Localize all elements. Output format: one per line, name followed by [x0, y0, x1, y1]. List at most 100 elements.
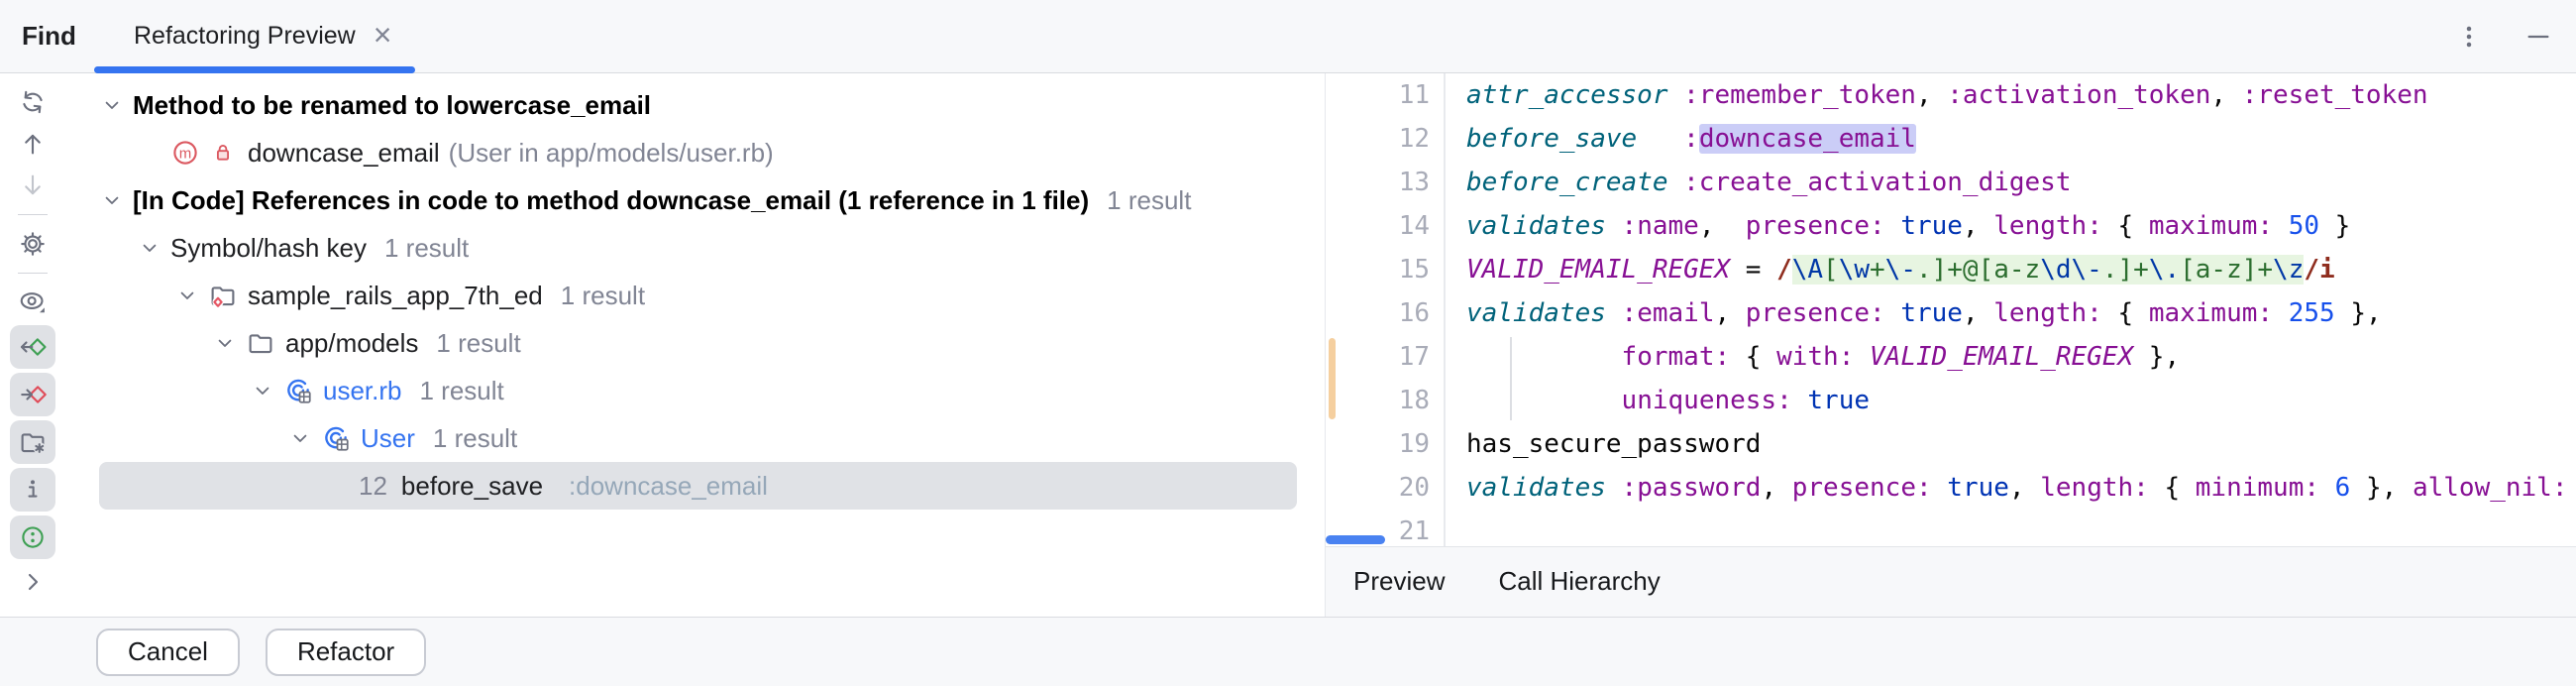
code-token: [a-z]+ [2180, 255, 2274, 285]
code-token: true [1947, 473, 2009, 503]
chevron-down-icon [143, 244, 157, 252]
show-write-access-button[interactable] [10, 373, 55, 416]
code-line: VALID_EMAIL_REGEX = /\A[\w+\-.]+@[a-z\d\… [1466, 248, 2576, 291]
chevron-down-icon [180, 291, 194, 299]
next-occurrence-button[interactable] [10, 167, 55, 204]
group-by-directory-button[interactable] [10, 420, 55, 464]
line-number: 20 [1398, 473, 1430, 503]
preview-options-button[interactable] [10, 284, 55, 321]
code-token: length: [1993, 298, 2102, 328]
tree-expand-chevron-icon[interactable] [99, 185, 133, 215]
code-token: uniqueness: [1621, 386, 1792, 415]
tree-expand-chevron-icon[interactable] [250, 376, 283, 405]
code-token: presence: [1745, 211, 1885, 241]
code-token: \w [1838, 255, 1871, 285]
refactor-button[interactable]: Refactor [265, 628, 427, 676]
line-number: 12 [1398, 124, 1430, 154]
previous-occurrence-button[interactable] [10, 125, 55, 163]
settings-button[interactable] [10, 225, 55, 263]
code-token [1466, 342, 1622, 372]
result-count: 1 result [383, 232, 470, 263]
filter-ruby-symbols-button[interactable] [10, 515, 55, 559]
rubyclass-icon [283, 376, 313, 405]
code-token: \- [2071, 255, 2102, 285]
close-tab-icon[interactable]: × [373, 16, 392, 53]
code-line [1466, 510, 2576, 546]
code-token: , [1761, 473, 1792, 503]
code-token [1792, 386, 1808, 415]
tree-expand-chevron-icon[interactable] [287, 423, 321, 453]
tree-row[interactable]: [In Code] References in code to method d… [99, 176, 1297, 224]
tab-preview[interactable]: Preview [1353, 566, 1446, 596]
tree-chevron-spacer [325, 471, 359, 501]
code-line: attr_accessor :remember_token, :activati… [1466, 73, 2576, 117]
up-icon [25, 134, 41, 155]
horizontal-scrollbar-thumb[interactable] [1326, 535, 1385, 544]
tree-indent [99, 295, 174, 296]
tree-indent [99, 153, 137, 154]
lock-icon [210, 139, 238, 167]
code-token: before_save [1466, 124, 1638, 154]
code-token [1466, 386, 1622, 415]
code-token: \d [2040, 255, 2072, 285]
lock-icon [216, 145, 230, 161]
code-token: downcase_email [1698, 124, 1916, 154]
rerun-refactoring-button[interactable] [10, 83, 55, 121]
tree-indent [99, 391, 250, 392]
tree-expand-chevron-icon[interactable] [212, 328, 246, 358]
show-info-button[interactable] [10, 468, 55, 512]
code-token: :activation_token [1947, 80, 2211, 110]
code-token: } [2319, 211, 2351, 241]
code-token [1637, 124, 1683, 154]
code-token: VALID_EMAIL_REGEX [1466, 255, 1731, 285]
projfolder-icon [211, 286, 235, 308]
code-token: , [2210, 80, 2242, 110]
tree-expand-chevron-icon[interactable] [99, 90, 133, 120]
code-token: , [1962, 298, 1994, 328]
more-options-button[interactable] [2449, 17, 2489, 57]
folder-icon [246, 328, 275, 358]
code-line: format: { with: VALID_EMAIL_REGEX }, [1466, 335, 2576, 379]
toolbar-divider [18, 214, 48, 215]
tool-window-title: Find [22, 21, 76, 51]
tab-refactoring-preview[interactable]: Refactoring Preview × [94, 0, 416, 73]
code-token [1606, 211, 1622, 241]
tree-row[interactable]: Method to be renamed to lowercase_email [99, 81, 1297, 129]
code-token: :email [1621, 298, 1715, 328]
code-token: maximum: [2148, 211, 2274, 241]
code-line: validates :name, presence: true, length:… [1466, 204, 2576, 248]
code-token [1932, 473, 1948, 503]
editor-footer-tabs: Preview Call Hierarchy [1326, 546, 2576, 616]
line-number: 19 [1398, 429, 1430, 459]
minimize-button[interactable] [2519, 17, 2558, 57]
line-number: 18 [1398, 386, 1430, 415]
tree-expand-chevron-icon[interactable] [174, 281, 208, 310]
code-token: , [1698, 211, 1746, 241]
code-token [1606, 473, 1622, 503]
tab-call-hierarchy[interactable]: Call Hierarchy [1498, 566, 1661, 596]
code-token [1885, 298, 1901, 328]
code-token: .]+ [2101, 255, 2149, 285]
tree-expand-chevron-icon[interactable] [137, 233, 170, 263]
expand-toolbar-button[interactable] [10, 563, 55, 601]
cancel-button[interactable]: Cancel [96, 628, 240, 676]
code-line: validates :password, presence: true, len… [1466, 466, 2576, 510]
info-icon [28, 480, 38, 498]
show-read-access-button[interactable] [10, 325, 55, 369]
result-count: 1 result [432, 422, 518, 453]
result-count: 1 result [1107, 184, 1192, 215]
code-token: validates [1466, 473, 1606, 503]
line-number: 21 [1398, 516, 1430, 546]
code-token: 6 [2334, 473, 2351, 503]
